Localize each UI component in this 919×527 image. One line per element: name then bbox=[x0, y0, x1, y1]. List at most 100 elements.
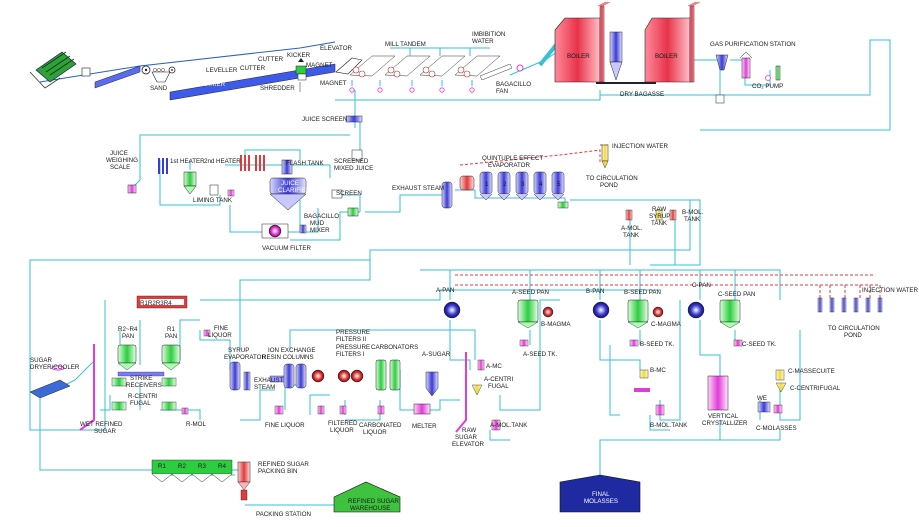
label-dry-bagasse: DRY BAGASSE bbox=[620, 91, 664, 98]
label-leveller: LEVELLER bbox=[206, 67, 238, 74]
label-effect-2: 2 bbox=[503, 181, 507, 188]
a-seed-pan bbox=[517, 299, 539, 323]
a-pan bbox=[443, 301, 461, 319]
label-b-pan: B-PAN bbox=[586, 288, 604, 295]
label-effect-1: 1 bbox=[485, 181, 489, 188]
label-we: WE bbox=[757, 395, 767, 402]
juice-clarification-section bbox=[127, 155, 359, 239]
label-bin-r3: R3 bbox=[198, 463, 206, 470]
label-injection-water-1: INJECTION WATER bbox=[612, 143, 669, 150]
mill-unit bbox=[454, 55, 501, 78]
label-cutter-1: CUTTER bbox=[240, 65, 266, 72]
label-a-seed-tk: A-SEED TK. bbox=[523, 351, 558, 358]
label-c-seed-pan: C-SEED PAN bbox=[718, 291, 755, 298]
c-pan bbox=[687, 301, 705, 319]
gas-purification-station bbox=[715, 51, 781, 104]
label-co2-pump: CO₂ PUMP bbox=[752, 83, 783, 90]
dust-cyclone bbox=[609, 31, 623, 81]
ion-exchange-columns bbox=[283, 363, 325, 389]
melter bbox=[413, 403, 431, 415]
label-b-seed-tk: B-SEED TK. bbox=[640, 341, 675, 348]
label-bin-r1: R1 bbox=[158, 463, 166, 470]
screened-mixed-juice-tank bbox=[351, 149, 363, 161]
refined-sugar-bins bbox=[151, 459, 233, 483]
final-molasses-tank bbox=[559, 474, 641, 513]
label-r1r2r3r4: R1R2R3R4 bbox=[140, 300, 172, 307]
mill-tandem bbox=[335, 47, 524, 93]
label-cutter-2: CUTTER bbox=[258, 56, 284, 63]
strike-receiver bbox=[111, 377, 127, 387]
juice-clarifier bbox=[269, 177, 307, 211]
label-boiler-1: BOILER bbox=[567, 53, 590, 60]
label-bin-r4: R4 bbox=[218, 463, 226, 470]
vertical-crystallizer bbox=[707, 375, 729, 411]
label-shredder: SHREDDER bbox=[260, 85, 295, 92]
cane-feeding-section bbox=[29, 51, 336, 101]
label-b-mol-tank-top: B-MOL.TANK bbox=[682, 209, 704, 223]
label-effect-3: 3 bbox=[521, 181, 525, 188]
pan-station bbox=[443, 297, 883, 347]
boiler-unit bbox=[644, 1, 701, 83]
label-b-magma: B-MAGMA bbox=[541, 321, 571, 328]
labels-layer: SAND MAIN CARRIER LEVELLER CUTTER CUTTER… bbox=[30, 31, 919, 518]
label-bin-r2: R2 bbox=[178, 463, 186, 470]
liming-tank bbox=[183, 171, 197, 195]
centrifugal-section bbox=[455, 352, 787, 513]
mill-unit bbox=[349, 55, 396, 78]
syrup-evaporator bbox=[229, 361, 251, 391]
magnet-box bbox=[297, 73, 307, 81]
label-carbonators: CARBONATORS bbox=[371, 344, 418, 351]
a-sugar-bin bbox=[425, 371, 439, 397]
label-b-seed-pan: B-SEED PAN bbox=[624, 289, 661, 296]
feeder-table bbox=[94, 65, 141, 89]
label-a-mol-tank-top: A-MOL.TANK bbox=[621, 225, 643, 239]
label-gas-purification: GAS PURIFICATION STATION bbox=[710, 41, 796, 48]
label-liming-tank: LIMING TANK bbox=[193, 197, 233, 204]
label-a-mol-tank: A-MOL.TANK bbox=[490, 422, 528, 429]
cane-crane-icon bbox=[29, 51, 91, 89]
label-c-massecuite: C-MASSECUITE bbox=[788, 368, 835, 375]
mill-unit bbox=[384, 55, 431, 78]
label-exhaust-steam-1: EXHAUST STEAM bbox=[392, 185, 444, 192]
label-packing-station: PACKING STATION bbox=[256, 511, 311, 518]
syrup-molasses-tanks bbox=[625, 209, 677, 221]
boiler-unit bbox=[554, 1, 611, 83]
r-centrifugal bbox=[111, 401, 127, 411]
steam-lines bbox=[455, 144, 881, 300]
carbonators bbox=[375, 359, 401, 391]
mill-unit bbox=[419, 55, 466, 78]
injection-condenser bbox=[601, 144, 609, 169]
sand-hopper bbox=[151, 71, 171, 83]
label-a-sugar: A-SUGAR bbox=[422, 351, 451, 358]
label-heater-2: 2nd HEATER bbox=[204, 158, 241, 165]
r1-pan bbox=[161, 344, 181, 364]
c-magma-pump bbox=[652, 306, 664, 318]
shredder-block bbox=[295, 65, 307, 75]
label-b-mc: B-MC bbox=[650, 367, 666, 374]
wet-sugar-elevator bbox=[79, 344, 95, 431]
label-magnet-1: MAGNET bbox=[306, 62, 333, 69]
refined-sugar-warehouse bbox=[333, 481, 401, 513]
